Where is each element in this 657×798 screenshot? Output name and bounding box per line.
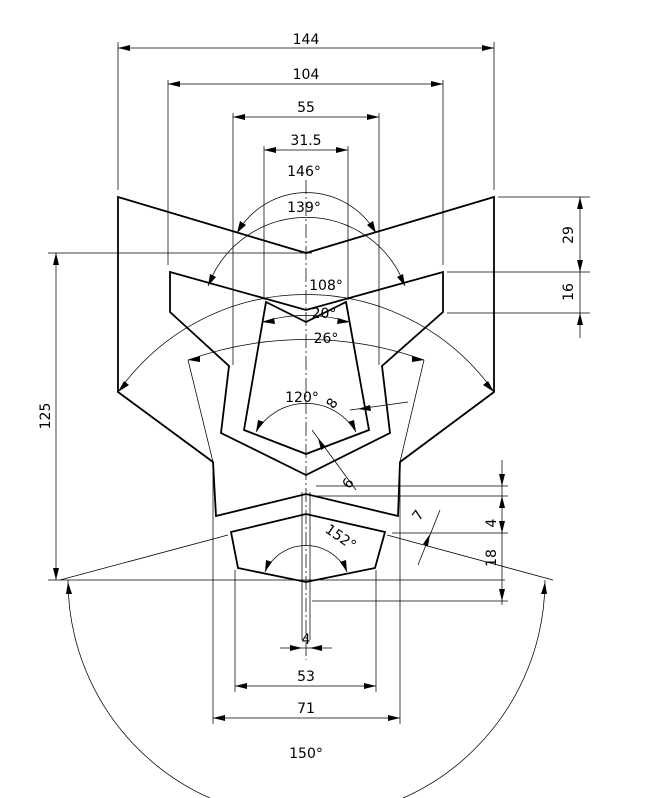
label-thickness-7: 7 [410, 507, 428, 523]
label-71: 71 [297, 701, 315, 717]
label-120-deg: 120° [285, 390, 319, 406]
label-55: 55 [297, 100, 315, 116]
label-53: 53 [297, 669, 315, 685]
label-18: 18 [484, 549, 500, 567]
label-108-deg: 108° [309, 278, 343, 294]
label-26-deg: 26° [314, 331, 339, 347]
label-104: 104 [293, 67, 320, 83]
dimension-labels: 144 104 55 31.5 146° 139° 108° 20° 26° 1… [38, 32, 577, 762]
label-144: 144 [293, 32, 320, 48]
label-slot-4: 4 [302, 632, 311, 648]
label-29: 29 [561, 226, 577, 244]
second-band [169, 270, 444, 477]
label-20-deg: 20° [312, 306, 337, 322]
label-thickness-6: 6 [340, 475, 358, 492]
label-31-5: 31.5 [290, 133, 321, 149]
label-146-deg: 146° [287, 164, 321, 180]
label-4-vertical: 4 [484, 518, 500, 527]
label-139-deg: 139° [287, 200, 321, 216]
lower-plate [229, 513, 387, 583]
label-152-deg: 152° [322, 521, 359, 553]
outer-shell [117, 195, 495, 518]
label-16: 16 [561, 283, 577, 301]
angle-arcs [66, 192, 547, 798]
dimension-lines [53, 45, 583, 721]
inner-band [242, 300, 371, 455]
label-125: 125 [38, 403, 54, 430]
label-thickness-8: 8 [324, 395, 342, 411]
extension-lines [48, 42, 590, 724]
label-150-deg: 150° [289, 746, 323, 762]
